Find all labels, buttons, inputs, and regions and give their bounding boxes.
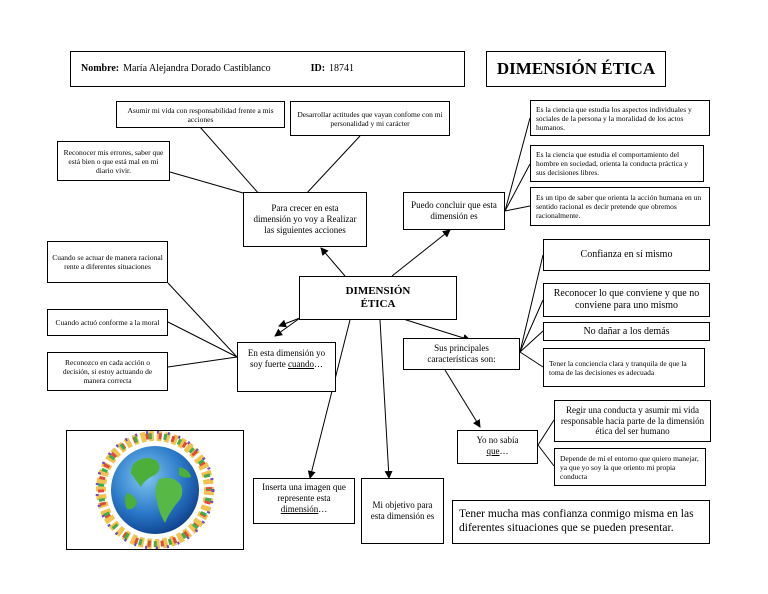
nosabia-box-1: Regir una conducta y asumir mi vida resp…	[554, 400, 711, 442]
center-line-1: DIMENSIÓN	[345, 284, 411, 297]
node-nosabia: Yo no sabía que…	[457, 430, 538, 464]
node-imagen-tail: dimensión	[280, 503, 319, 514]
fortaleza-box-2: Cuando actuó conforme a la moral	[47, 309, 168, 336]
student-name: María Alejandra Dorado Castiblanco	[123, 63, 271, 74]
caracteristica-box-4: Tener la conciencia clara y tranquila de…	[543, 348, 705, 387]
student-id: 18741	[329, 63, 355, 74]
conclusion-box-3: Es un tipo de saber que orienta la acció…	[530, 187, 710, 226]
caracteristica-box-2: Reconocer lo que conviene y que no convi…	[543, 283, 710, 317]
conclusion-box-1: Es la ciencia que estudia los aspectos i…	[530, 100, 710, 136]
node-concluir: Puedo concluir que esta dimensión es	[403, 192, 505, 230]
node-fuerte-ellipsis: …	[314, 358, 323, 369]
accion-box-3: Reconocer mis errores, saber que está bi…	[57, 141, 170, 181]
node-fuerte: En esta dimensión yo soy fuerte cuando…	[237, 342, 336, 392]
caracteristica-box-1: Confianza en sí mismo	[543, 239, 710, 271]
node-imagen-text: Inserta una imagen que represente esta	[262, 482, 346, 503]
image-frame	[66, 430, 244, 550]
header-name-box: Nombre: María Alejandra Dorado Castiblan…	[70, 51, 465, 87]
center-line-2: ÉTICA	[360, 298, 396, 310]
accion-box-2: Desarrollar actitudes que vayan confome …	[290, 101, 450, 136]
node-nosabia-ellipsis: …	[499, 445, 509, 456]
center-node: DIMENSIÓN ÉTICA	[299, 276, 457, 320]
globe-children-icon	[95, 430, 215, 550]
node-imagen: Inserta una imagen que represente esta d…	[253, 478, 355, 524]
node-crecer: Para crecer en esta dimensión yo voy a R…	[243, 192, 367, 247]
node-caracteristicas: Sus principales características son:	[403, 338, 520, 370]
node-fuerte-text: En esta dimensión yo soy fuerte	[247, 348, 326, 369]
node-nosabia-text: Yo no sabía	[476, 435, 519, 445]
nosabia-box-2: Depende de mí el entorno que quiero mane…	[554, 448, 706, 486]
node-nosabia-tail: que	[486, 445, 500, 456]
id-label: ID:	[310, 63, 326, 74]
node-objetivo: Mi objetivo para esta dimensión es	[361, 478, 444, 544]
caracteristica-box-3: No dañar a los demás	[543, 322, 710, 341]
objetivo-respuesta: Tener mucha mas confianza conmigo misma …	[452, 500, 710, 544]
node-fuerte-tail: cuando	[288, 358, 314, 369]
conclusion-box-2: Es la ciencia que estudia el comportamie…	[530, 145, 704, 182]
fortaleza-box-3: Reconozco en cada acción o decisión, si …	[47, 352, 168, 391]
node-imagen-ellipsis: …	[318, 503, 328, 514]
name-label: Nombre:	[81, 63, 120, 74]
accion-box-1: Asumir mi vida con responsabilidad frent…	[116, 101, 285, 128]
fortaleza-box-1: Cuando se actuar de manera racional rent…	[47, 241, 168, 283]
page-title: DIMENSIÓN ÉTICA	[486, 51, 666, 87]
